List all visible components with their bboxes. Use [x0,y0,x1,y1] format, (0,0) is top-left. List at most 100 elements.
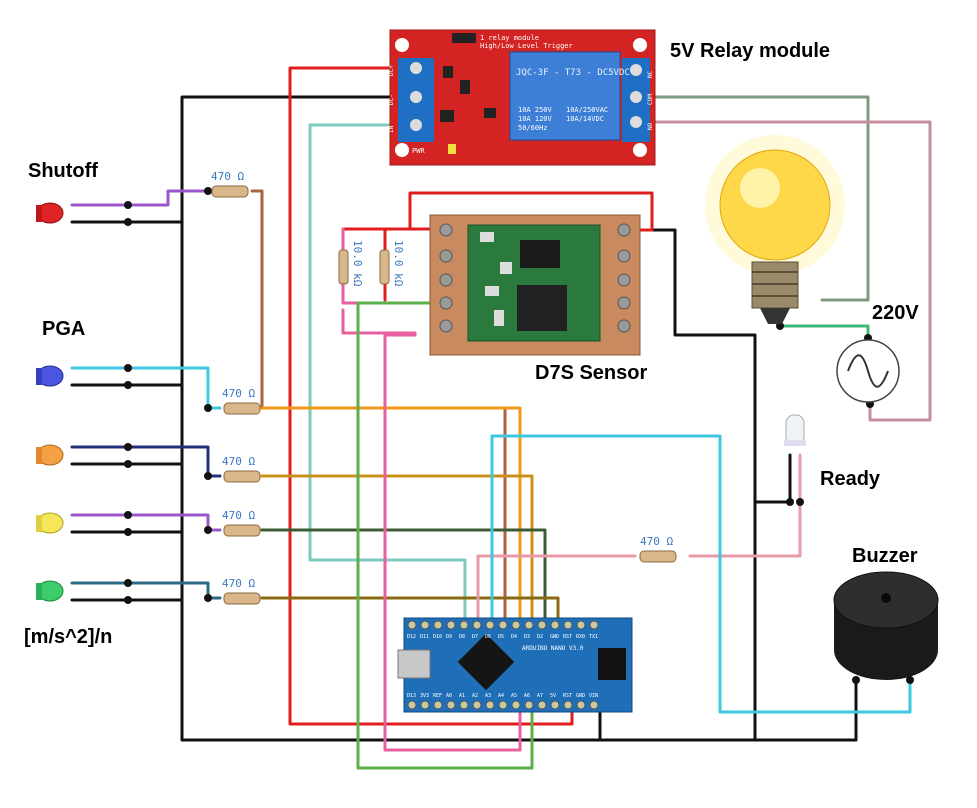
arduino-top-pin [524,620,534,630]
d7s-sensor [429,214,641,356]
resistor-yellow: 470 Ω [222,509,261,537]
arduino-top-pin [420,620,430,630]
wire-yellow-b [260,528,547,626]
arduino-top-pin [485,620,495,630]
arduino-bottom-pin [472,700,482,710]
wire-pga-b [260,406,522,626]
arduino-bottom-pin-label: GND [576,693,585,699]
label-shutoff: Shutoff [28,160,98,182]
arduino-top-pin [511,620,521,630]
junctions [124,187,914,684]
led-yellow [36,512,64,534]
arduino-bottom-pin [446,700,456,710]
arduino-top-pin [407,620,417,630]
relay-module: 1 relay module High/Low Level Trigger JQ… [389,29,656,166]
arduino-top-pin-label: RST [563,634,572,640]
resistor-green: 470 Ω [222,577,261,605]
arduino-bottom-pin [511,700,521,710]
wire-pga-a [70,366,222,410]
arduino-top-pin-label: D5 [498,634,504,640]
ac-source [836,339,900,403]
arduino-top-pin-label: GND [550,634,559,640]
wire-relay-com [653,95,870,302]
arduino-top-pin-label: D12 [407,634,416,640]
arduino-top-pin [459,620,469,630]
arduino-bottom-pin [537,700,547,710]
arduino-bottom-pin [433,700,443,710]
arduino-top-pin [433,620,443,630]
arduino-top-pin [576,620,586,630]
label-sensor: D7S Sensor [535,362,648,384]
light-bulb [705,135,845,324]
resistor-green-label: 470 Ω [222,577,255,590]
arduino-bottom-pin-label: VIN [589,693,598,699]
led-green [36,580,64,602]
wire-orange-b [260,474,534,626]
wire-buzzer [490,434,912,714]
arduino-top-pin [472,620,482,630]
wire-gnd-ready [753,453,792,504]
wire-ready-b [476,554,637,626]
arduino-bottom-pin-label: D13 [407,693,416,699]
arduino-top-pin [550,620,560,630]
wire-green-b [260,596,560,626]
pullup-r1-label: 10.0 kΩ [351,240,364,287]
resistor-ready-label: 470 Ω [640,535,673,548]
arduino-top-pin-label: D8 [459,634,465,640]
arduino-top-pin [589,620,599,630]
arduino-top-pin-label: RX0 [576,634,585,640]
relay-pin-left-0: DC+ [388,65,395,76]
arduino-board-text: ARDUINO NANO V3.0 [522,645,584,652]
relay-rating-l0: 10A 250V [518,106,553,114]
arduino-top-pin [446,620,456,630]
arduino-bottom-pin [459,700,469,710]
relay-pin-left-2: IN [388,125,395,133]
wire-5v-sensor [408,191,654,232]
wire-shutoff-a [70,189,210,207]
arduino-bottom-pin [589,700,599,710]
arduino-top-pin-label: D11 [420,634,429,640]
arduino-bottom-pin-label: A7 [537,693,543,699]
relay-pin-right-2: NO [647,122,654,130]
arduino-bottom-pin-label: 3V3 [420,693,429,699]
arduino-bottom-pin-label: 5V [550,693,556,699]
relay-pin-left-1: DC- [388,94,395,105]
arduino-top-pin-label: D9 [446,634,452,640]
arduino-bottom-pin [420,700,430,710]
wire-orange-a [70,445,222,478]
led-shutoff [36,202,64,224]
wire-gnd-sensor [598,228,757,742]
arduino-top-pin [498,620,508,630]
label-pga: PGA [42,318,86,340]
relay-rating-l2: 50/60Hz [518,124,548,132]
resistor-yellow-label: 470 Ω [222,509,255,522]
wire-pink-loop [383,333,522,752]
relay-pin-right-0: NC [647,70,654,78]
resistor-orange-label: 470 Ω [222,455,255,468]
label-ready: Ready [820,468,881,490]
relay-pin-right-1: COM [647,94,654,105]
pullup-resistors: 10.0 kΩ 10.0 kΩ [338,240,405,287]
wire-gnd-main [180,95,602,742]
relay-part: JQC-3F - T73 - DC5VDC [516,68,630,78]
relay-pwr: PWR [412,147,425,155]
resistor-ready: 470 Ω [639,535,677,563]
wire-scl [356,301,534,770]
relay-title-2: High/Low Level Trigger [480,42,573,50]
wire-relay-in [308,123,467,626]
label-voltage: 220V [872,302,919,324]
resistor-pga-label: 470 Ω [222,387,255,400]
wire-5v-relay [288,66,574,726]
relay-rating-r0: 10A/250VAC [566,106,608,114]
arduino-top-pin [537,620,547,630]
relay-rating-l1: 10A 120V [518,115,553,123]
arduino-bottom-pin [485,700,495,710]
arduino-top-pin-label: D3 [524,634,530,640]
arduino-nano: ARDUINO NANO V3.0 [397,617,633,713]
relay-rating-r1: 10A/14VDC [566,115,604,123]
resistor-pga: 470 Ω [222,387,261,415]
arduino-top-pin-label: D2 [537,634,543,640]
label-relay-module: 5V Relay module [670,40,831,62]
